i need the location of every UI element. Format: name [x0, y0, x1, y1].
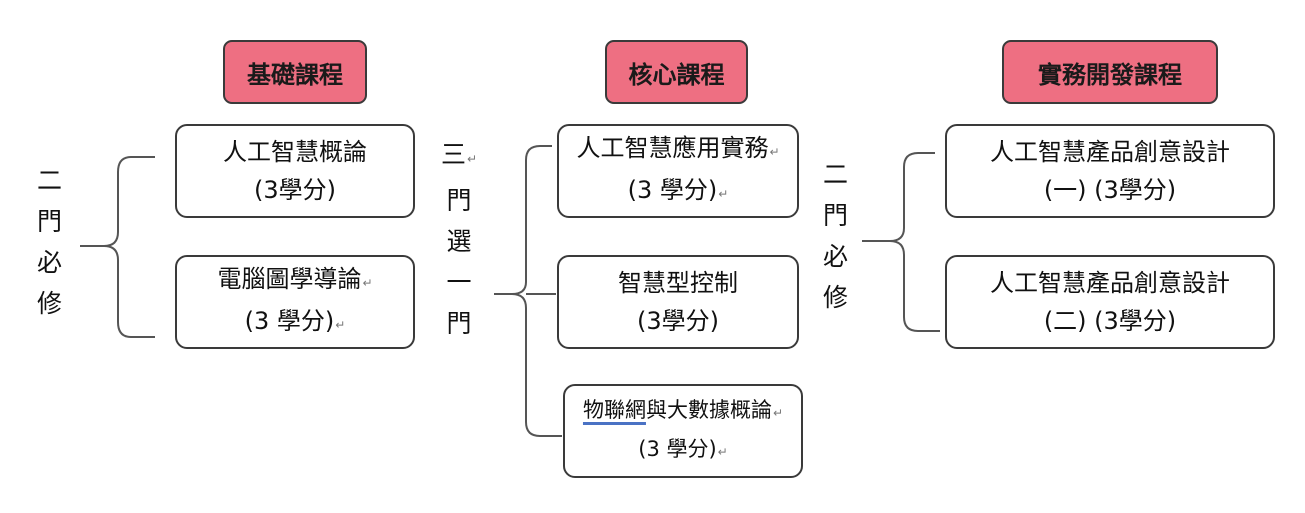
rule-char: 門 [446, 186, 472, 215]
course-box-ai-applications: 人工智慧應用實務↵ (3 學分)↵ [557, 124, 799, 218]
rule-char: 一 [446, 268, 472, 297]
rule-char: 二 [37, 166, 63, 195]
course-title: 人工智慧概論 [223, 138, 367, 166]
course-title: 物聯網與大數據概論↵ [582, 398, 784, 422]
rule-char: 修 [37, 289, 63, 318]
course-title: 人工智慧產品創意設計 [990, 269, 1230, 297]
course-credits: (3 學分)↵ [638, 437, 728, 461]
course-credits: (3 學分)↵ [244, 307, 346, 335]
course-box-computer-graphics: 電腦圖學導論↵ (3 學分)↵ [175, 255, 415, 349]
rule-char: 選 [446, 227, 472, 256]
spellcheck-underline: 物聯網 [582, 398, 646, 422]
rule-char: 門 [446, 309, 472, 338]
rule-char: 門 [823, 201, 849, 230]
course-credits: (3學分) [254, 176, 336, 204]
course-credits: (3 學分)↵ [627, 176, 729, 204]
bracket-practical [862, 152, 940, 332]
course-box-iot-big-data: 物聯網與大數據概論↵ (3 學分)↵ [563, 384, 803, 478]
course-title: 智慧型控制 [618, 269, 738, 297]
bracket-core [494, 145, 562, 437]
rule-char: 三↵ [441, 140, 478, 169]
course-box-ai-intro: 人工智慧概論 (3學分) [175, 124, 415, 218]
rule-label-core: 三↵ 門 選 一 門 [441, 134, 477, 344]
course-box-intelligent-control: 智慧型控制 (3學分) [557, 255, 799, 349]
course-box-product-design-1: 人工智慧產品創意設計 (一) (3學分) [945, 124, 1275, 218]
rule-char: 必 [37, 248, 63, 277]
course-credits: (二) (3學分) [1043, 307, 1177, 335]
course-box-product-design-2: 人工智慧產品創意設計 (二) (3學分) [945, 255, 1275, 349]
header-practical-courses: 實務開發課程 [1002, 40, 1218, 104]
header-core-courses: 核心課程 [605, 40, 748, 104]
rule-char: 修 [823, 283, 849, 312]
course-credits: (一) (3學分) [1043, 176, 1177, 204]
rule-label-practical: 二 門 必 修 [823, 154, 848, 318]
rule-char: 二 [823, 160, 849, 189]
course-title: 電腦圖學導論↵ [217, 265, 373, 293]
rule-label-foundation: 二 門 必 修 [37, 160, 62, 324]
course-title: 人工智慧應用實務↵ [576, 134, 780, 162]
rule-char: 必 [823, 242, 849, 271]
course-title: 人工智慧產品創意設計 [990, 138, 1230, 166]
rule-char: 門 [37, 207, 63, 236]
bracket-foundation [80, 156, 155, 338]
header-foundation-courses: 基礎課程 [223, 40, 367, 104]
course-credits: (3學分) [637, 307, 719, 335]
